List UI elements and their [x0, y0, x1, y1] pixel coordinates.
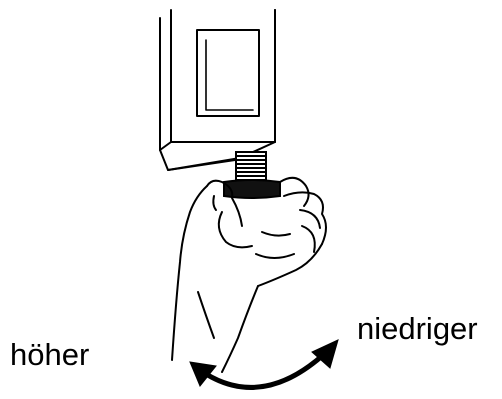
rotation-arrow [189, 339, 339, 390]
lower-label: niedriger [357, 311, 478, 346]
leveling-foot [223, 151, 281, 199]
appliance-housing [159, 9, 276, 171]
hand [171, 176, 327, 373]
higher-label: höher [10, 337, 90, 372]
